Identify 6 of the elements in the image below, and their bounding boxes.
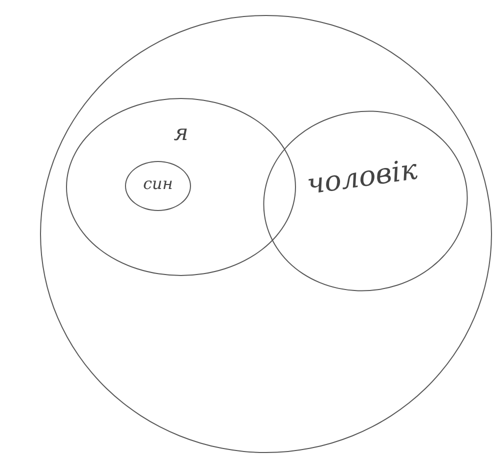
ellipse (125, 161, 191, 211)
ellipse (66, 98, 296, 276)
set-label: чоловік (304, 152, 420, 203)
set-label: син (142, 174, 174, 193)
set-label: я (172, 121, 190, 146)
outer-circle (40, 15, 492, 453)
